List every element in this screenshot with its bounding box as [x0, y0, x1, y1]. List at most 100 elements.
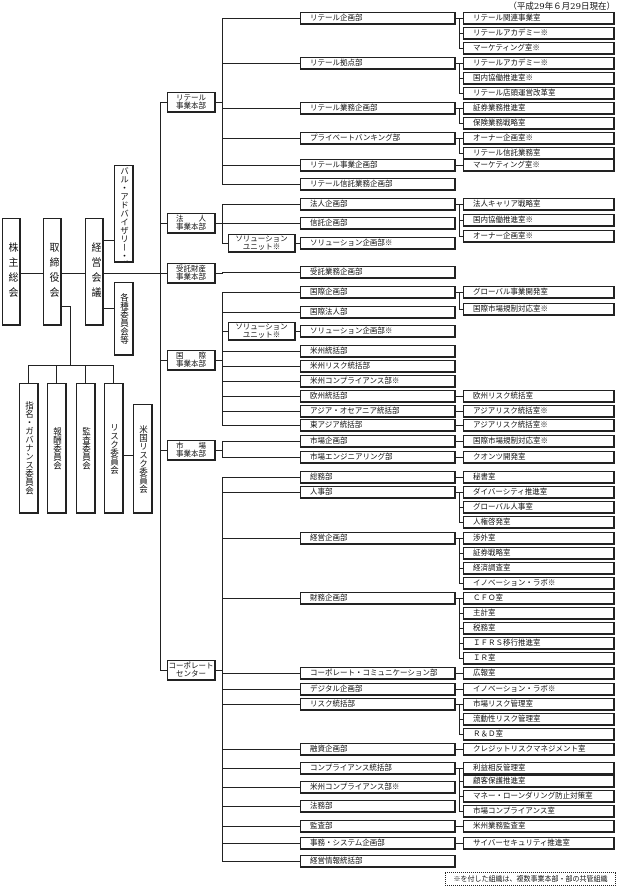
department-box[interactable]: 米州コンプライアンス部※	[300, 781, 456, 794]
division-box[interactable]: 市 場事業本部	[167, 440, 216, 461]
department-box[interactable]: 信託企画部	[300, 217, 456, 230]
department-box[interactable]: リテール業務企画部	[300, 102, 456, 115]
department-box[interactable]: 監査部	[300, 820, 456, 833]
department-box[interactable]: コンプライアンス統括部	[300, 762, 456, 775]
office-box[interactable]: 人権啓発室	[463, 516, 615, 529]
office-box[interactable]: リテールアカデミー※	[463, 57, 615, 70]
office-box[interactable]: リテール関連事業室	[463, 12, 615, 25]
department-box[interactable]: 総務部	[300, 471, 456, 484]
department-box[interactable]: リテール信託業務企画部	[300, 178, 456, 191]
office-box[interactable]: マーケティング室※	[463, 159, 615, 172]
department-box[interactable]: ソリューション企画部※	[300, 325, 456, 338]
department-box[interactable]: 米州リスク統括部	[300, 360, 456, 373]
office-box[interactable]: クレジットリスクマネジメント室	[463, 743, 615, 756]
office-box[interactable]: アジアリスク統括室※	[463, 405, 615, 418]
solution-unit-box[interactable]: ソリューションユニット※	[228, 322, 296, 341]
office-box[interactable]: アジアリスク統括室※	[463, 419, 615, 432]
department-box[interactable]: 法人企画部	[300, 198, 456, 211]
office-box[interactable]: 米州業務監査室	[463, 820, 615, 833]
office-box[interactable]: グローバル事業開発室	[463, 286, 615, 299]
office-box[interactable]: イノベーション・ラボ※	[463, 683, 615, 696]
division-box[interactable]: コーポレートセンター	[167, 660, 216, 681]
office-box[interactable]: マーケティング室※	[463, 42, 615, 55]
office-box[interactable]: 利益相反管理室	[463, 762, 615, 775]
department-box[interactable]: 国際法人部	[300, 306, 456, 319]
office-box[interactable]: 秘書室	[463, 471, 615, 484]
department-box[interactable]: 欧州統括部	[300, 390, 456, 403]
department-box[interactable]: 財務企画部	[300, 592, 456, 605]
department-box[interactable]: リテール企画部	[300, 12, 456, 25]
division-box[interactable]: リテール事業本部	[167, 92, 216, 113]
office-box[interactable]: 証券戦略室	[463, 547, 615, 560]
office-box[interactable]: リテールアカデミー※	[463, 27, 615, 40]
department-box[interactable]: 受託業務企画部	[300, 266, 456, 279]
shareholders-meeting-box[interactable]: 株主総会	[2, 218, 21, 326]
committee-box[interactable]: 指名・ガバナンス委員会	[19, 383, 39, 514]
board-of-directors-box[interactable]: 取締役会	[43, 218, 62, 326]
committees-misc-box[interactable]: 各種委員会等	[114, 282, 134, 356]
office-box[interactable]: 広報室	[463, 667, 615, 680]
office-box[interactable]: Ｒ＆Ｄ室	[463, 728, 615, 741]
solution-unit-box[interactable]: ソリューションユニット※	[228, 234, 296, 253]
department-box[interactable]: ソリューション企画部※	[300, 237, 456, 250]
office-box[interactable]: 欧州リスク統括室	[463, 390, 615, 403]
committee-box[interactable]: 報酬委員会	[47, 383, 67, 514]
office-box[interactable]: 国際市場規制対応室※	[463, 435, 615, 448]
office-box[interactable]: 主計室	[463, 607, 615, 620]
office-box[interactable]: 渉外室	[463, 532, 615, 545]
office-box[interactable]: 経済調査室	[463, 562, 615, 575]
department-box[interactable]: 人事部	[300, 486, 456, 499]
office-box[interactable]: ＩＲ室	[463, 652, 615, 665]
department-box[interactable]: 市場企画部	[300, 435, 456, 448]
office-box[interactable]: 市場コンプライアンス室	[463, 805, 615, 818]
office-box[interactable]: 国内協働推進室※	[463, 214, 615, 227]
department-box[interactable]: 東アジア統括部	[300, 419, 456, 432]
department-box[interactable]: 法務部	[300, 800, 456, 813]
office-box[interactable]: オーナー企画室※	[463, 132, 615, 145]
department-box[interactable]: リテール事業企画部	[300, 159, 456, 172]
office-box[interactable]: サイバーセキュリティ推進室	[463, 837, 615, 850]
department-box[interactable]: デジタル企画部	[300, 683, 456, 696]
office-box[interactable]: 国際市場規制対応室※	[463, 303, 615, 316]
department-box[interactable]: アジア・オセアニア統括部	[300, 405, 456, 418]
department-box[interactable]: 事務・システム企画部	[300, 837, 456, 850]
office-box[interactable]: マネー・ローンダリング防止対策室	[463, 790, 615, 803]
office-box[interactable]: ＩＦＲＳ移行推進室	[463, 637, 615, 650]
office-box[interactable]: 税務室	[463, 622, 615, 635]
committee-box[interactable]: 監査委員会	[76, 383, 96, 514]
us-risk-committee-box[interactable]: 米国リスク委員会	[133, 404, 153, 514]
executive-management-board-box[interactable]: 経営会議	[85, 218, 104, 326]
office-box[interactable]: グローバル人事室	[463, 501, 615, 514]
committee-box[interactable]: リスク委員会	[104, 383, 124, 514]
office-box[interactable]: 証券業務推進室	[463, 102, 615, 115]
department-box[interactable]: コーポレート・コミュニケーション部	[300, 667, 456, 680]
division-box[interactable]: 国 際事業本部	[167, 350, 216, 371]
office-box[interactable]: オーナー企画室※	[463, 230, 615, 243]
office-box[interactable]: 国内協働推進室※	[463, 72, 615, 85]
office-box[interactable]: 法人キャリア戦略室	[463, 198, 615, 211]
office-box[interactable]: 顧客保護推進室	[463, 775, 615, 788]
department-box[interactable]: 米州統括部	[300, 345, 456, 358]
department-box[interactable]: 国際企画部	[300, 286, 456, 299]
office-box[interactable]: リテール店頭運営改革室	[463, 87, 615, 100]
department-box[interactable]: 米州コンプライアンス部※	[300, 375, 456, 388]
department-box[interactable]: 融資企画部	[300, 743, 456, 756]
office-box[interactable]: クオンツ開発室	[463, 451, 615, 464]
office-box[interactable]: 流動性リスク管理室	[463, 713, 615, 726]
office-box[interactable]: 保険業務戦略室	[463, 117, 615, 130]
office-box[interactable]: 市場リスク管理室	[463, 698, 615, 711]
department-box[interactable]: リテール拠点部	[300, 57, 456, 70]
division-box[interactable]: 法 人事業本部	[167, 213, 216, 234]
office-box[interactable]: イノベーション・ラボ※	[463, 577, 615, 590]
division-box[interactable]: 受託財産事業本部	[167, 263, 216, 284]
department-box[interactable]: 経営情報統括部	[300, 855, 456, 868]
department-box[interactable]: 市場エンジニアリング部	[300, 451, 456, 464]
department-box[interactable]: プライベートバンキング部	[300, 132, 456, 145]
office-box[interactable]: ＣＦＯ室	[463, 592, 615, 605]
department-box[interactable]: リスク統括部	[300, 698, 456, 711]
global-advisory-board-box[interactable]: グローバル・アドバイザリー・ボード	[114, 165, 134, 263]
connector-line	[459, 236, 463, 237]
office-box[interactable]: ダイバーシティ推進室	[463, 486, 615, 499]
connector-line	[456, 457, 459, 458]
department-box[interactable]: 経営企画部	[300, 532, 456, 545]
